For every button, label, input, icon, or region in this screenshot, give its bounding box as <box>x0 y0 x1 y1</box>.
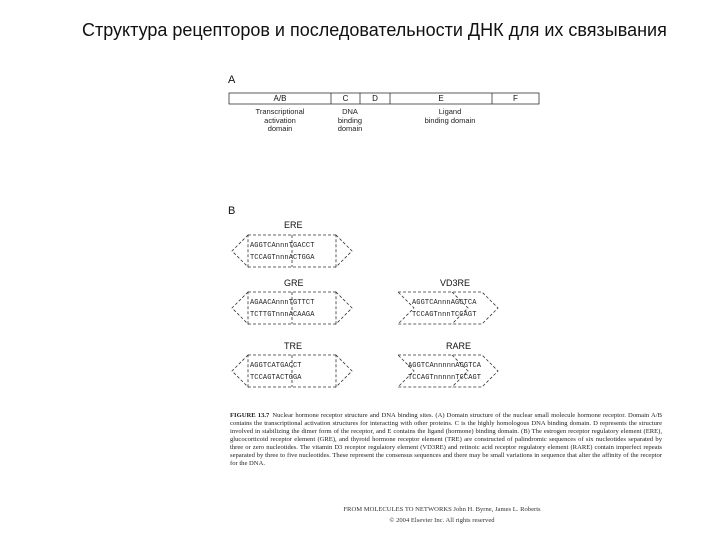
gre-label: GRE <box>284 278 304 288</box>
caption-lead: FIGURE 13.7 <box>230 412 270 419</box>
arrow-left-icon <box>231 234 249 268</box>
domain-bar <box>228 92 540 105</box>
domain-c-description: DNA binding domain <box>326 107 374 134</box>
arrow-right-icon <box>451 291 469 325</box>
arrow-right-icon <box>335 234 353 268</box>
description-line: binding domain <box>424 115 476 125</box>
arrow-right-icon <box>397 291 499 325</box>
vd3re-label: VD3RE <box>440 278 471 288</box>
vd3re-top-sequence: AGGTCAnnnAGGTCA <box>412 299 477 307</box>
ere-top-sequence: AGGTCAnnnTGACCT <box>250 242 315 250</box>
caption-text: Nuclear hormone receptor structure and D… <box>230 412 662 467</box>
description-line: domain <box>267 124 293 133</box>
domain-ab-label: A/B <box>273 94 287 103</box>
slide-title: Структура рецепторов и последовательност… <box>82 20 667 40</box>
panel-a-label: A <box>228 74 236 86</box>
description-line: binding <box>337 115 363 125</box>
rare-label: RARE <box>446 341 472 351</box>
panel-b-label: B <box>228 205 236 217</box>
domain-f-label: F <box>513 94 518 103</box>
arrow-right-icon <box>451 354 469 388</box>
description-line: activation <box>264 115 296 125</box>
description-line: Ligand <box>438 107 462 116</box>
rare-top-sequence: AGGTCAnnnnnAGGTCA <box>408 362 482 370</box>
vd3re-bottom-sequence: TCCAGTnnnTCCAGT <box>412 311 477 319</box>
gre-top-sequence: AGAACAnnnTGTTCT <box>250 299 315 307</box>
arrow-right-icon <box>335 354 353 388</box>
domain-d-label: D <box>372 94 378 103</box>
domain-ab-description: Transcriptional activation domain <box>229 107 331 134</box>
domain-e-label: E <box>438 94 444 103</box>
copyright-line: © 2004 Elsevier Inc. All rights reserved <box>389 517 495 524</box>
arrow-left-icon <box>231 354 249 388</box>
arrow-right-icon <box>335 291 353 325</box>
rare-bottom-sequence: TCCAGTnnnnnTCCAGT <box>408 374 482 382</box>
tre-bottom-sequence: TCCAGTACTGGA <box>250 374 302 382</box>
domain-e-description: Ligand binding domain <box>400 107 500 125</box>
description-line: Transcriptional <box>255 107 305 116</box>
arrow-right-icon <box>397 354 499 388</box>
description-line: DNA <box>342 107 358 116</box>
description-line: domain <box>337 124 363 133</box>
domain-c-label: C <box>342 94 349 103</box>
gre-bottom-sequence: TCTTGTnnnACAAGA <box>250 311 315 319</box>
ere-label: ERE <box>284 220 303 230</box>
credit-line: FROM MOLECULES TO NETWORKS John H. Byrne… <box>343 506 541 513</box>
arrow-left-icon <box>231 291 249 325</box>
tre-label: TRE <box>284 341 302 351</box>
tre-top-sequence: AGGTCATGACCT <box>250 362 302 370</box>
ere-bottom-sequence: TCCAGTnnnACTGGA <box>250 254 315 262</box>
